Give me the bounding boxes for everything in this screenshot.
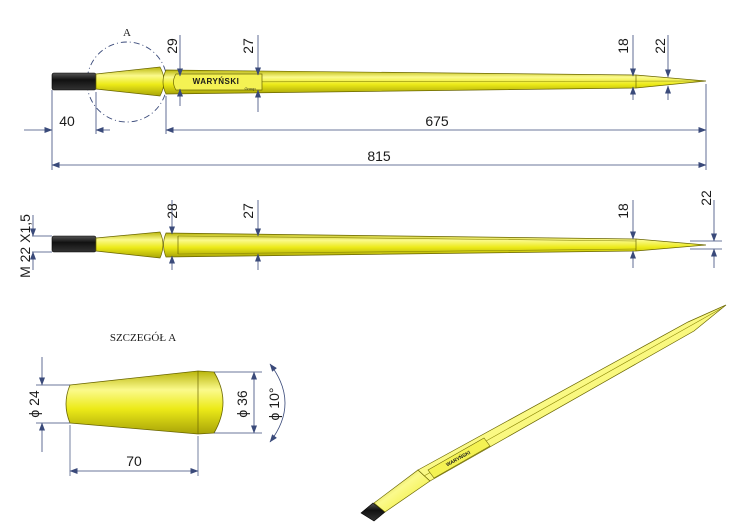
dim-29-label: 29 [164,38,180,54]
dim-675: 675 [165,113,707,133]
tine-ridge [175,80,701,83]
dim-40-label: 40 [59,113,75,129]
dim-70: 70 [69,425,199,476]
dim-18-side-label: 18 [615,203,631,219]
dim-28: 28 [164,200,180,270]
dim-22-side-label: 22 [698,190,714,206]
dim-22-side: 22 [690,190,722,268]
dim-27-side-label: 27 [240,203,256,219]
detail-a: SZCZEGÓŁ A ϕ 24 ϕ 36 ϕ 10° 70 [26,332,286,476]
dim-27-side: 27 [240,200,261,270]
dim-28-label: 28 [164,203,180,219]
detail-title: SZCZEGÓŁ A [110,332,176,344]
thread-spec-label: M 22 X1,5 [17,214,33,278]
dim-dia36-label: ϕ 36 [234,390,250,418]
iso-cone [373,469,431,513]
dim-dia36: ϕ 36 [214,371,262,434]
dim-40: 40 [24,113,110,133]
dim-thread: M 22 X1,5 [17,214,52,278]
tine-cone-side [95,231,164,259]
dim-27-label: 27 [240,38,256,54]
isometric-view: WARYŃSKI [360,304,727,522]
tine-body-side [163,232,707,258]
dim-27: 27 [240,35,261,112]
dim-18-side: 18 [615,200,636,268]
brand-logo-sub: Group [244,86,256,91]
dim-815-label: 815 [367,148,391,164]
tine-slot [173,73,263,91]
side-view: M 22 X1,5 28 27 18 22 [17,190,722,278]
dim-18-label: 18 [615,38,631,54]
dim-29: 29 [164,35,183,106]
dim-22-label: 22 [652,38,668,54]
dim-675-label: 675 [425,113,449,129]
dim-22: 22 [652,35,671,100]
dim-angle-label: ϕ 10° [266,388,282,421]
detail-cone [65,370,224,435]
dim-dia24-label: ϕ 24 [26,390,42,418]
tine-cone [95,66,165,97]
thread-end [51,72,97,91]
dim-dia24: ϕ 24 [26,357,70,452]
dim-18: 18 [615,35,636,100]
top-view: A WARYŃSKI Group 29 27 18 [24,27,707,170]
thread-end-side [51,235,97,253]
dim-angle: ϕ 10° [266,363,286,443]
detail-callout-label: A [123,27,131,39]
brand-logo: WARYŃSKI [193,77,240,86]
tine-body [162,69,707,95]
iso-slot [427,437,491,479]
dim-815: 815 [51,148,707,168]
dim-70-label: 70 [126,453,142,469]
